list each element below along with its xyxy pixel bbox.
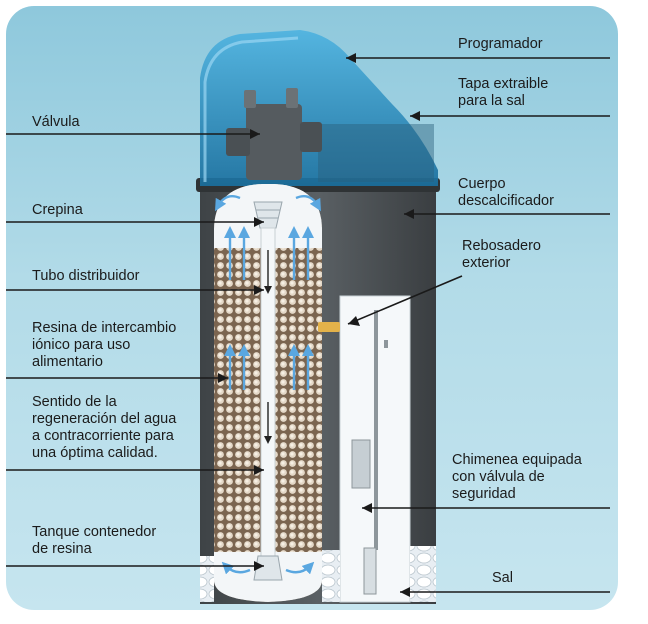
label-sentido-regeneracion: Sentido de la regeneración del agua a co… bbox=[32, 394, 177, 461]
label-chimenea: Chimenea equipada con válvula de segurid… bbox=[452, 452, 582, 502]
label-crepina: Crepina bbox=[32, 202, 83, 218]
label-cuerpo-descalcificador: Cuerpo descalcificador bbox=[458, 176, 554, 209]
valve bbox=[226, 88, 322, 180]
label-tapa-extraible: Tapa extraible para la sal bbox=[458, 76, 549, 109]
leader-arrowheads bbox=[218, 53, 420, 597]
strainer-bottom bbox=[253, 555, 283, 581]
label-tanque-resina: Tanque contenedor de resina bbox=[32, 524, 157, 557]
brine-chimney bbox=[339, 295, 411, 603]
label-valvula: Válvula bbox=[32, 114, 80, 130]
leader-lines bbox=[6, 57, 610, 593]
overflow-fitting bbox=[318, 322, 340, 332]
label-programador: Programador bbox=[458, 36, 543, 52]
distributor-tube bbox=[260, 227, 276, 559]
label-resina: Resina de intercambio iónico para uso al… bbox=[32, 320, 177, 370]
flow-arrows bbox=[215, 195, 321, 575]
salt-lid bbox=[200, 30, 438, 186]
label-sal: Sal bbox=[492, 570, 513, 586]
label-tubo-distribuidor: Tubo distribuidor bbox=[32, 268, 140, 284]
label-rebosadero-exterior: Rebosadero exterior bbox=[462, 238, 541, 271]
